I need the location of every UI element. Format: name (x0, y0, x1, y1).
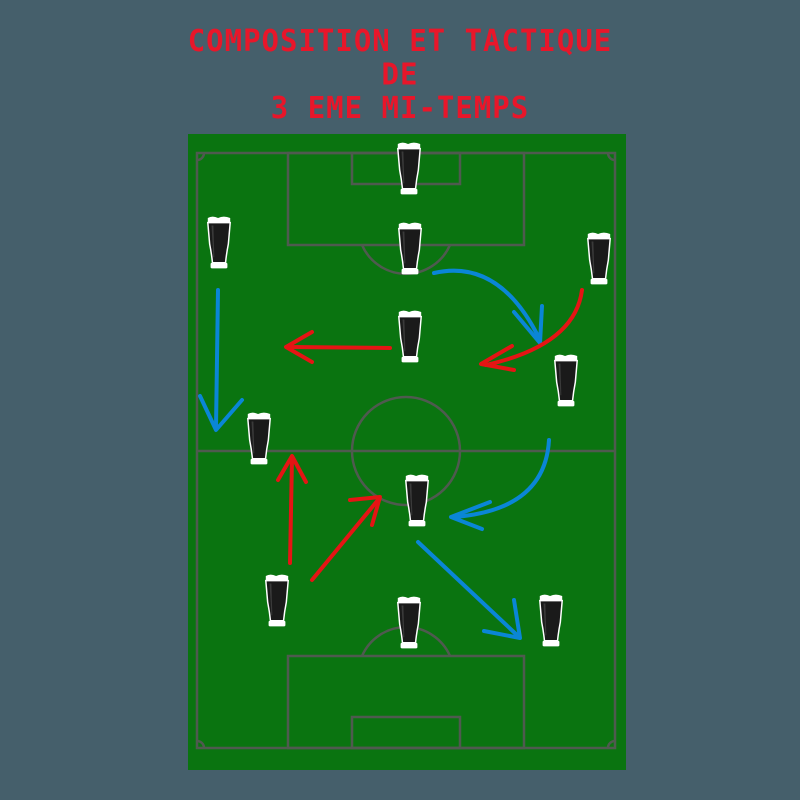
bottom-goal-area (350, 715, 462, 750)
arrow-blue-left-down (198, 288, 244, 432)
title-line-1: COMPOSITION ET TACTIQUE (187, 22, 613, 59)
arrow-red-diagonal-up (310, 495, 382, 582)
arrow-red-center-left (284, 330, 392, 364)
arrow-blue-right-curve (449, 438, 551, 531)
arrow-red-right-curve (479, 288, 584, 372)
tactical-arrows (198, 268, 584, 640)
title-line-2: DE (381, 56, 419, 92)
title-line-3: 3 EME MI-TEMPS (270, 89, 530, 126)
page-title: COMPOSITION ET TACTIQUE DE 3 EME MI-TEMP… (0, 24, 800, 125)
center-circle (350, 395, 462, 507)
arrow-blue-diagonal-down (416, 540, 522, 640)
arrow-red-left-up (276, 454, 308, 565)
arrow-blue-top-right (432, 268, 544, 345)
